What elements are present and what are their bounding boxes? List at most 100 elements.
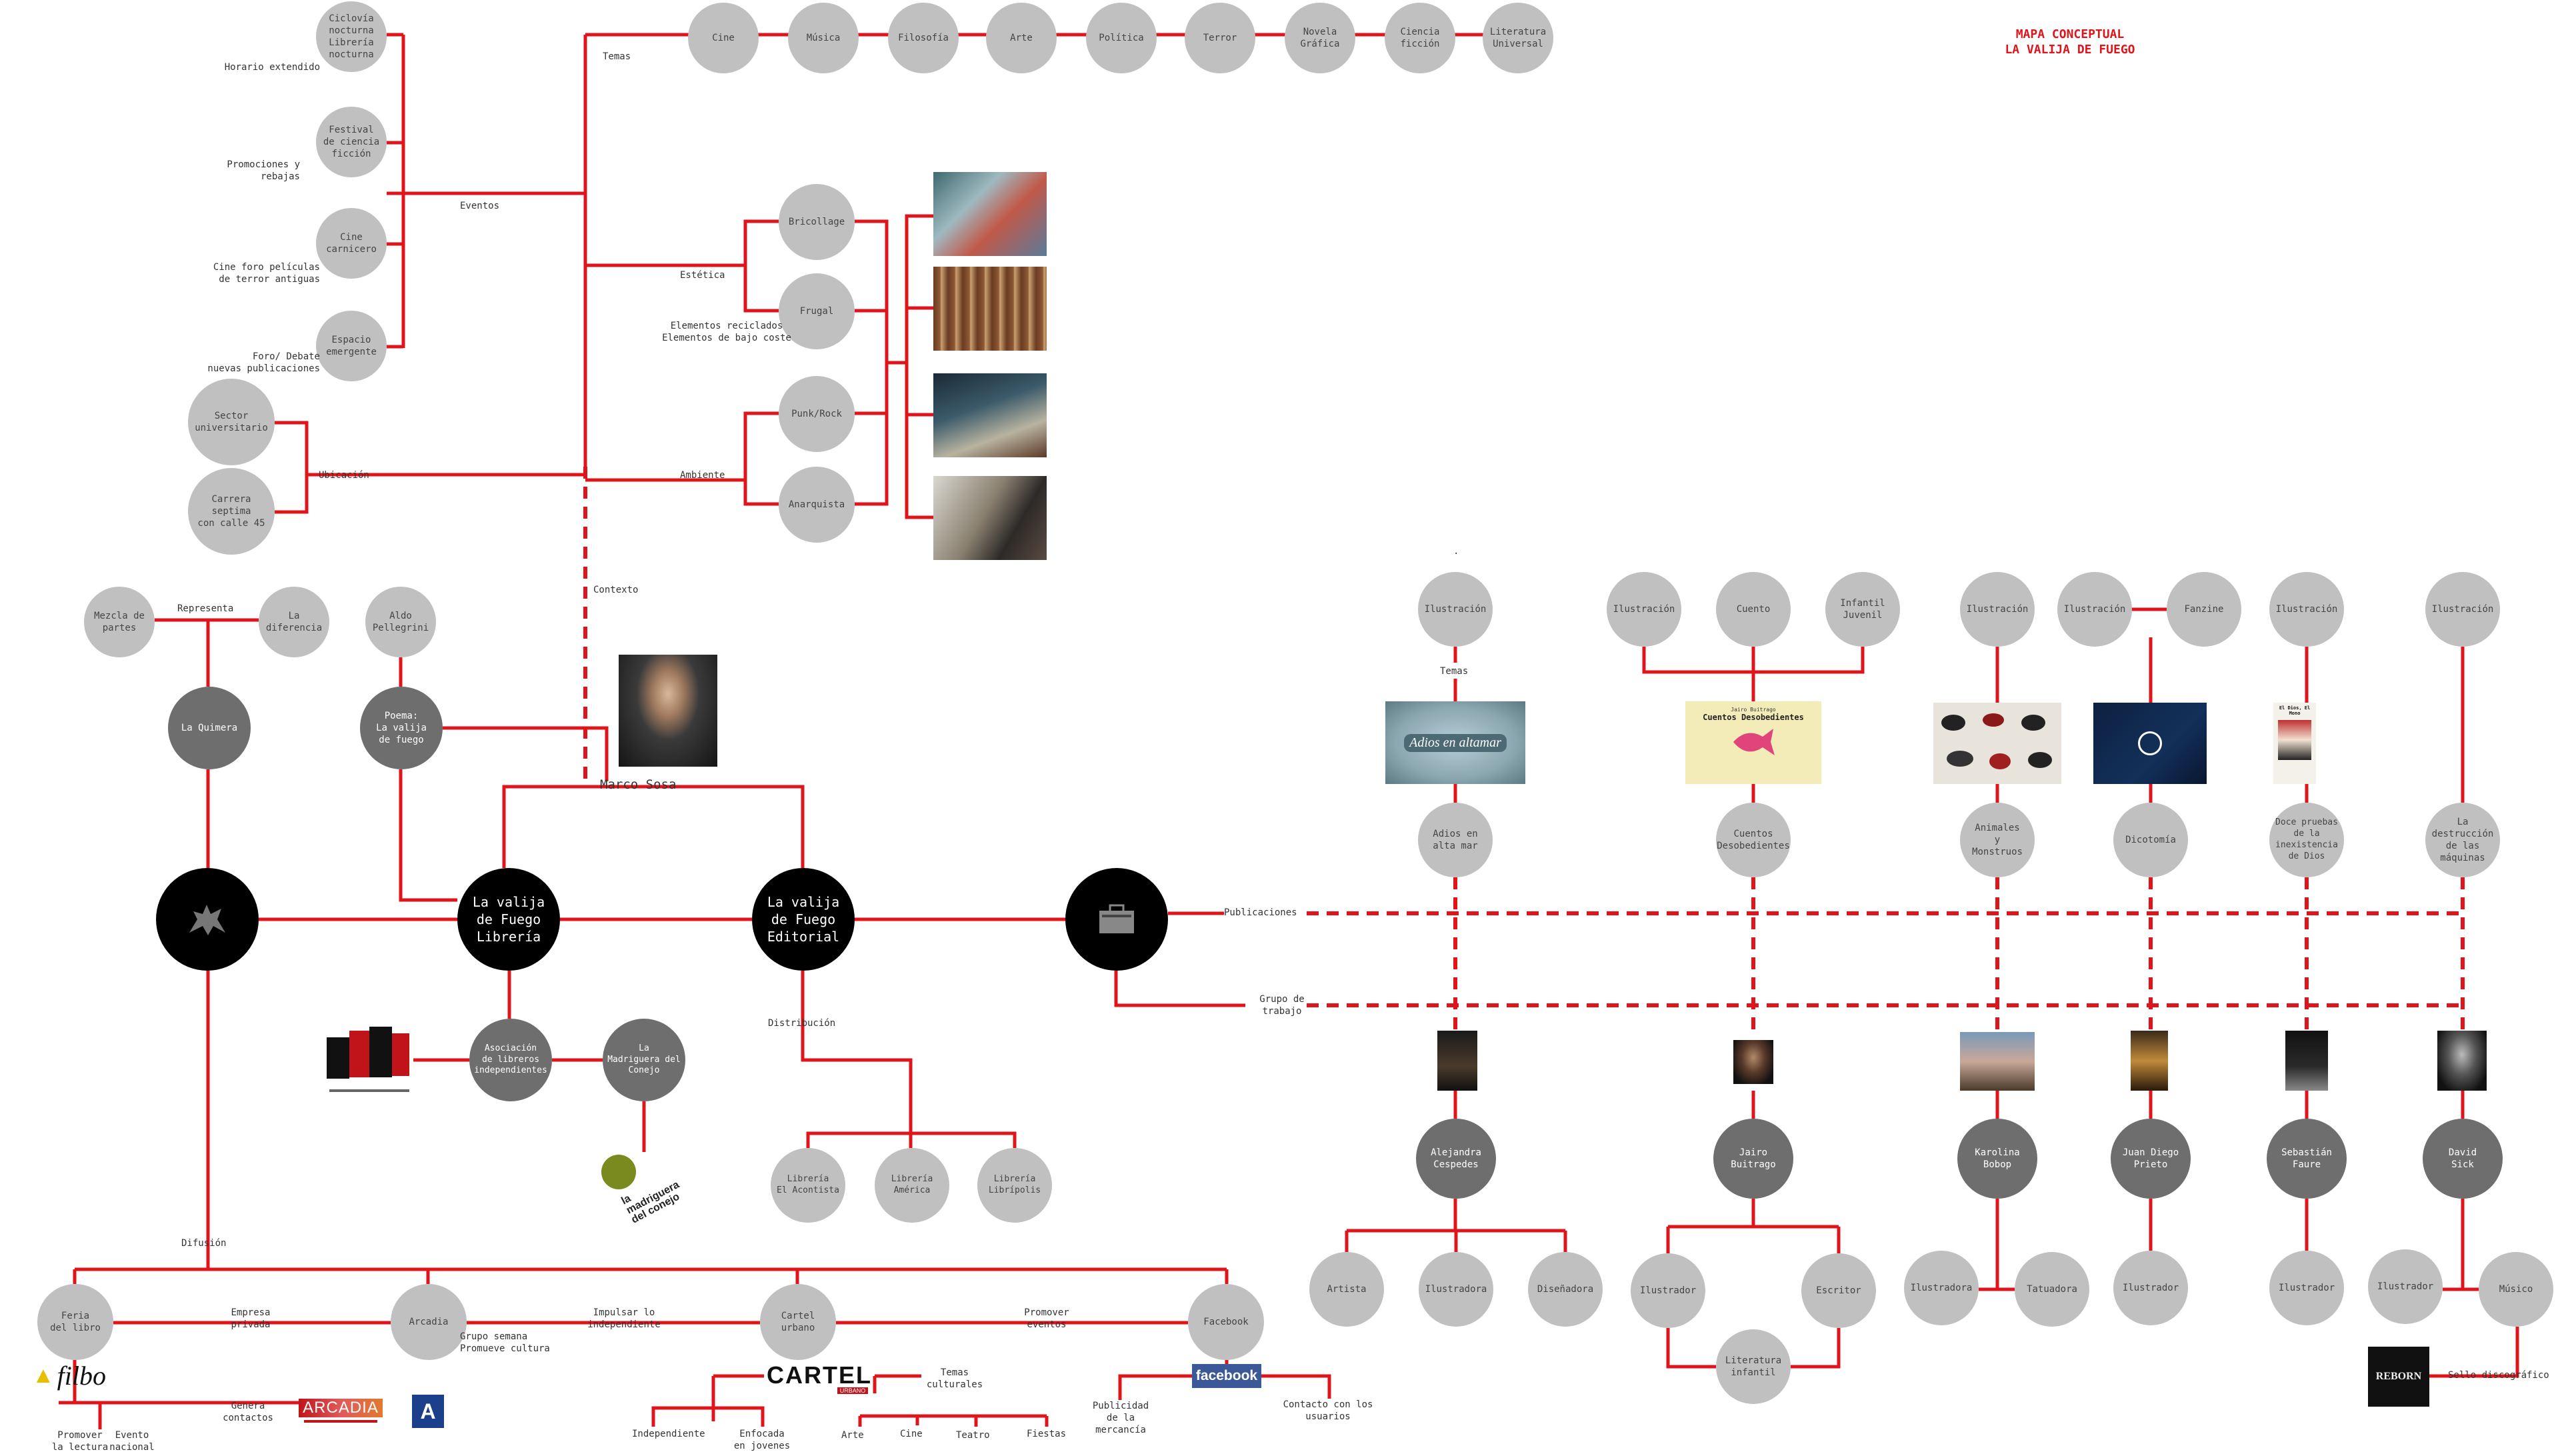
cover-doce: El Dios, El Mono <box>2273 703 2316 784</box>
photo-alejandra <box>1437 1031 1477 1091</box>
node-anarquista: Anarquista <box>779 467 855 543</box>
cartel-logo: CARTEL URBANO <box>764 1363 875 1394</box>
node-dicotomia: Dicotomía <box>2113 803 2188 877</box>
label-temas: Temas <box>603 51 631 62</box>
filbo-a-icon: ▲ <box>32 1362 55 1388</box>
cover-adios: Adios en altamar <box>1385 701 1525 784</box>
grupo-line <box>1114 971 1245 1007</box>
node-sector: Sector universitario <box>188 379 275 465</box>
label-dot: . <box>1453 546 1459 557</box>
jairo-roles <box>1666 1199 1841 1369</box>
eventos-bracket <box>387 33 405 349</box>
node-politica: Política <box>1086 3 1157 73</box>
arcadia-a-logo: A <box>412 1395 444 1428</box>
label-cine-foro: Cine foro películas de terror antiguas <box>213 262 320 285</box>
node-fanzine: Fanzine <box>2167 572 2241 647</box>
label-horario: Horario extendido <box>224 62 320 73</box>
node-ilustrador-s: Ilustrador <box>2269 1251 2344 1325</box>
node-ilustrador-jd: Ilustrador <box>2113 1251 2188 1325</box>
node-infantil-juvenil: Infantil Juvenil <box>1825 572 1900 647</box>
cover-cuentos-title: Cuentos Desobedientes <box>1703 713 1804 722</box>
node-lit-infantil: Literatura infantil <box>1716 1329 1791 1404</box>
cover-cuentos: Jairo Buitrago Cuentos Desobedientes <box>1685 701 1821 784</box>
photo-sebastian <box>2285 1031 2328 1091</box>
node-america: Librería América <box>875 1148 949 1223</box>
node-poema: Poema: La valija de fuego <box>360 687 443 769</box>
node-literatura: Literatura Universal <box>1483 3 1553 73</box>
label-ubicacion: Ubicación <box>319 470 369 481</box>
label-fiestas: Fiestas <box>1027 1429 1067 1439</box>
node-festival: Festival de ciencia ficción <box>316 107 387 177</box>
label-empresa-privada: Empresa privada <box>231 1307 271 1331</box>
node-cartel: Cartel urbano <box>760 1284 836 1360</box>
node-asociacion: Asociación de libreros independientes <box>469 1019 552 1101</box>
label-elementos: Elementos reciclados Elementos de bajo c… <box>662 321 791 344</box>
label-distribucion: Distribución <box>768 1018 836 1029</box>
karolina-roles <box>1979 1199 2015 1291</box>
node-escritor: Escritor <box>1801 1253 1876 1328</box>
node-punk: Punk/Rock <box>779 376 855 452</box>
node-jairo: Jairo Buitrago <box>1713 1119 1793 1199</box>
node-valija-editorial: La valija de Fuego Editorial <box>752 868 855 971</box>
node-doce: Doce pruebas de la inexistencia de Dios <box>2269 803 2344 877</box>
alejandra-roles <box>1345 1199 1567 1252</box>
bookstore-photo-1 <box>933 172 1047 256</box>
node-adios: Adios en alta mar <box>1418 803 1493 877</box>
label-difusion: Difusión <box>181 1238 227 1249</box>
cover-adios-text: Adios en altamar <box>1404 733 1507 752</box>
ambiente-bracket <box>585 411 779 506</box>
photo-juan <box>2131 1031 2168 1091</box>
node-cuentos-des: Cuentos Desobedientes <box>1716 803 1791 877</box>
label-promociones: Promociones y rebajas <box>227 159 300 183</box>
david-roles <box>2429 1199 2519 1378</box>
node-espacio: Espacio emergente <box>316 311 387 381</box>
node-frugal: Frugal <box>779 273 855 349</box>
poema-to-marco <box>443 726 609 781</box>
label-temas-culturales: Temas culturales <box>926 1367 983 1391</box>
estetica-bracket <box>585 219 779 313</box>
node-bricollage: Bricollage <box>779 184 855 260</box>
node-diferencia: La diferencia <box>259 587 329 657</box>
facebook-logo: facebook <box>1192 1364 1261 1388</box>
dicotomia-emblem <box>2138 731 2162 755</box>
node-cine-carnicero: Cine carnicero <box>316 208 387 279</box>
node-destruccion: La destrucción de las máquinas <box>2425 803 2500 877</box>
cartel-tree <box>651 1374 1049 1427</box>
node-libripolis: Librería Librípolis <box>977 1148 1052 1223</box>
node-ciencia: Ciencia ficción <box>1385 3 1455 73</box>
asociacion-logo <box>323 1017 416 1100</box>
node-publications-hub <box>1065 868 1168 971</box>
node-feria: Feria del libro <box>37 1284 113 1360</box>
cuentos-stack <box>1642 647 1865 803</box>
node-ilus6: Ilustración <box>2425 572 2500 647</box>
node-alejandra: Alejandra Cespedes <box>1416 1119 1496 1199</box>
label-representa: Representa <box>177 603 234 614</box>
chimera-icon <box>189 905 225 935</box>
node-karolina: Karolina Bobop <box>1957 1119 2037 1199</box>
label-temas2: Temas <box>1440 666 1469 677</box>
node-cine-tema: Cine <box>688 3 759 73</box>
node-david: David Sick <box>2423 1119 2503 1199</box>
cover-animales <box>1933 703 2061 784</box>
suitcase-icon <box>1099 904 1134 933</box>
marco-bracket <box>502 785 805 868</box>
node-musica: Música <box>788 3 859 73</box>
node-ilus5: Ilustración <box>2269 572 2344 647</box>
label-foro-debate: Foro/ Debate nuevas publicaciones <box>207 351 320 375</box>
reborn-logo-text: REBORN <box>2375 1371 2422 1382</box>
node-aldo: Aldo Pellegrini <box>365 587 436 657</box>
label-contacto: Contacto con los usuarios <box>1283 1399 1373 1423</box>
bookstore-photo-4 <box>933 476 1047 560</box>
photos-join <box>855 219 907 506</box>
bookstore-photo-2 <box>933 267 1047 351</box>
node-valija-libreria: La valija de Fuego Librería <box>457 868 560 971</box>
madriguera-logo: la madriguera del conejo <box>599 1152 689 1226</box>
node-ilustrador-d: Ilustrador <box>2368 1249 2443 1324</box>
cover-dicotomia <box>2093 703 2207 784</box>
arcadia-a-text: A <box>420 1399 436 1423</box>
node-musico: Músico <box>2479 1252 2553 1327</box>
node-juan: Juan Diego Prieto <box>2111 1119 2191 1199</box>
label-genera-contactos: Genera contactos <box>223 1401 273 1424</box>
asociacion-lines <box>413 971 646 1152</box>
